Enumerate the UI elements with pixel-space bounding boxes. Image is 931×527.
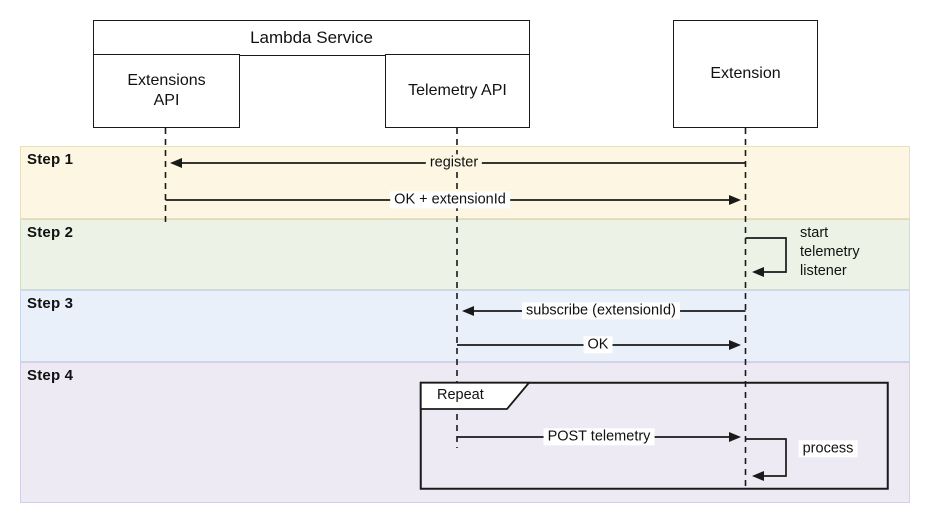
step-2-label: Step 2 bbox=[27, 224, 74, 241]
start-telemetry-listener-label: start telemetry listener bbox=[800, 225, 860, 279]
step-4-band: Step 4 bbox=[20, 362, 910, 503]
repeat-fragment-label: Repeat bbox=[437, 387, 484, 403]
participant-telemetry-api: Telemetry API bbox=[385, 54, 530, 128]
step-4-label: Step 4 bbox=[27, 367, 74, 384]
ok-message-label: OK bbox=[583, 336, 613, 354]
step-1-label: Step 1 bbox=[27, 151, 74, 168]
step-3-label: Step 3 bbox=[27, 295, 74, 312]
post-telemetry-message-label: POST telemetry bbox=[543, 428, 655, 446]
register-message-label: register bbox=[425, 154, 483, 172]
participant-lambda-service: Lambda Service bbox=[93, 20, 530, 56]
step-3-band: Step 3 bbox=[20, 290, 910, 362]
participant-extension: Extension bbox=[673, 20, 818, 128]
ok-extensionid-message-label: OK + extensionId bbox=[390, 191, 510, 209]
process-message-label: process bbox=[798, 440, 858, 458]
participant-extensions-api: Extensions API bbox=[93, 54, 240, 128]
step-2-band: Step 2 bbox=[20, 219, 910, 290]
subscribe-message-label: subscribe (extensionId) bbox=[522, 302, 680, 320]
